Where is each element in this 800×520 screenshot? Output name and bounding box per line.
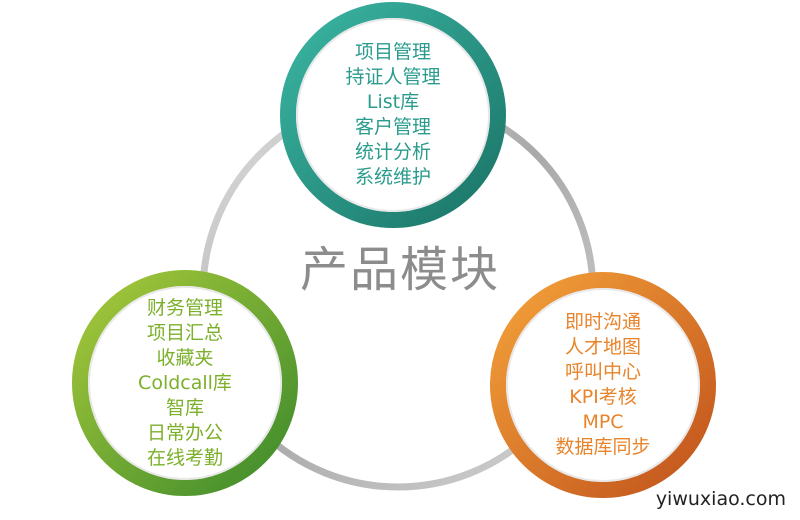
left-module-ring [72,270,298,496]
module-top-item: 项目管理 [354,41,431,63]
module-right-item: 数据库同步 [555,436,651,458]
watermark-text: yiwuxiao.com [655,488,786,510]
module-right-item: MPC [582,411,624,433]
module-right: 即时沟通人才地图呼叫中心 KPI考核 MPC 数据库同步 [488,270,718,500]
module-left-item: Coldcall库 [138,371,232,394]
center-title: 产品模块 [299,242,500,298]
top-module-ring [280,2,506,228]
right-module-inner-edge [506,288,700,482]
module-right-item: KPI考核 [569,386,637,408]
module-top-item: 客户管理 [354,116,431,138]
module-top-item: List库 [366,91,420,113]
module-left-item: 日常办公 [146,421,223,444]
module-left-item: 收藏夹 [156,346,214,369]
module-right-item: 人才地图 [564,336,641,358]
module-left-item: 在线考勤 [146,446,223,469]
module-left-item: 财务管理 [146,296,223,319]
module-top-item: 统计分析 [354,141,431,163]
module-right-item: 即时沟通 [564,311,641,333]
left-module-inner-edge [88,286,282,480]
module-top-item: 系统维护 [354,166,431,188]
module-top-item: 持证人管理 [345,66,441,88]
module-left-item: 项目汇总 [146,321,223,344]
module-top: 项目管理持证人管理 List库客户管理统计分析系统维护 [278,0,508,230]
module-left-item: 智库 [165,396,204,419]
right-module-ring [490,272,716,498]
module-right-item: 呼叫中心 [564,361,641,383]
top-module-inner-edge [296,18,490,212]
